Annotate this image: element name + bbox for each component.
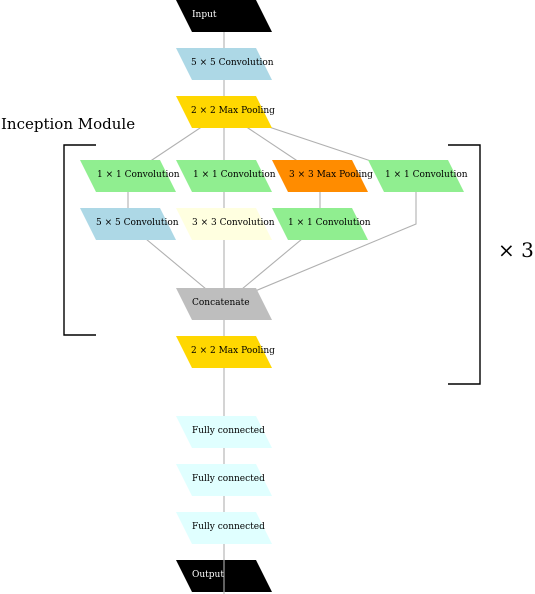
fc2-node: Fully connected [176,464,272,496]
branch4-conv1-text: 1 × 1 Convolution [385,170,468,180]
fc1-node: Fully connected [176,416,272,448]
branch3-maxpool-text: 3 × 3 Max Pooling [289,170,373,180]
concat-shape [176,288,272,320]
branch3-conv1-shape [272,208,368,240]
pool1-text: 2 × 2 Max Pooling [191,106,275,116]
branch2-conv3-text: 3 × 3 Convolution [192,218,275,228]
fc3-shape [176,512,272,544]
branch1-conv1-shape [80,160,176,192]
branch1-conv5-text: 5 × 5 Convolution [96,218,179,228]
fc2-shape [176,464,272,496]
pool2-node: 2 × 2 Max Pooling [176,336,275,368]
output-text: Output [192,570,224,580]
pool2-text: 2 × 2 Max Pooling [191,346,275,356]
branch1-conv5-shape [80,208,176,240]
branch2-conv1-text: 1 × 1 Convolution [193,170,276,180]
conv5-text: 5 × 5 Convolution [191,58,274,68]
conv5-shape [176,48,272,80]
repeat-count-label: × 3 [498,238,534,262]
edges [127,16,417,576]
input-node: Input [176,0,272,32]
inception-module-label: Inception Module [1,115,135,133]
branch2-conv3-shape [176,208,272,240]
fc2-text: Fully connected [192,474,265,484]
repeat-bracket [448,144,481,385]
input-text: Input [192,10,217,20]
conv5-node: 5 × 5 Convolution [176,48,274,80]
input-shape [176,0,272,32]
branch4-conv1-shape [368,160,464,192]
branch1-conv1-text: 1 × 1 Convolution [97,170,180,180]
fc3-node: Fully connected [176,512,272,544]
branch2-conv3-node: 3 × 3 Convolution [176,208,275,240]
fc1-shape [176,416,272,448]
concat-text: Concatenate [192,298,250,308]
inception-module-bracket [63,144,96,336]
fc3-text: Fully connected [192,522,265,532]
pool1-node: 2 × 2 Max Pooling [176,96,275,128]
branch1-conv1-node: 1 × 1 Convolution [80,160,180,192]
branch2-conv1-node: 1 × 1 Convolution [176,160,276,192]
branch4-conv1-node: 1 × 1 Convolution [368,160,468,192]
fc1-text: Fully connected [192,426,265,436]
branch3-conv1-node: 1 × 1 Convolution [272,208,371,240]
branch2-conv1-shape [176,160,272,192]
concat-node: Concatenate [176,288,272,320]
pool2-shape [176,336,272,368]
branch3-conv1-text: 1 × 1 Convolution [288,218,371,228]
branch1-conv5-node: 5 × 5 Convolution [80,208,179,240]
branch3-maxpool-shape [272,160,368,192]
pool1-shape [176,96,272,128]
branch3-maxpool-node: 3 × 3 Max Pooling [272,160,373,192]
